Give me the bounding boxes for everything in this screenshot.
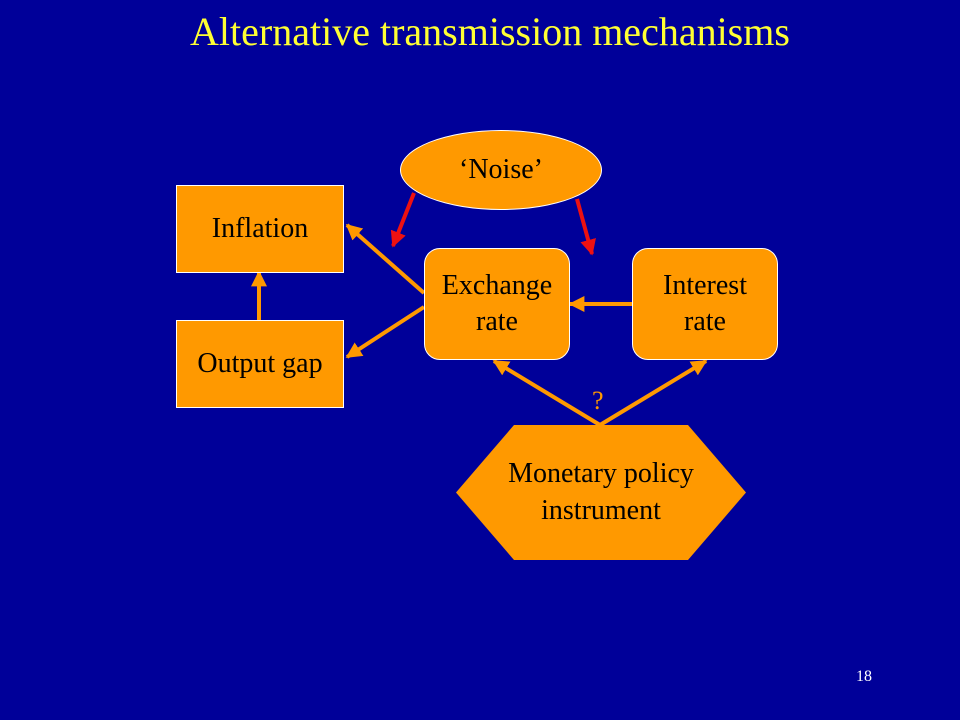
monetary-policy-node: Monetary policy instrument [456,425,746,560]
arrow-exchange-to-output-gap [345,305,426,359]
arrow-noise-to-exchange [390,192,416,248]
arrow-policy-to-exchange [492,359,602,427]
page-number: 18 [856,668,872,685]
inflation-node: Inflation [176,185,344,273]
output-gap-node: Output gap [176,320,344,408]
arrow-exchange-to-inflation [345,223,426,295]
question-mark-annotation: ? [592,386,604,415]
exchange-rate-label: Exchange rate [441,269,553,337]
arrow-policy-to-interest [598,359,708,427]
exchange-rate-node: Exchange rate [424,248,570,360]
noise-label: ‘Noise’ [459,153,543,185]
output-gap-label: Output gap [197,347,323,379]
noise-node: ‘Noise’ [400,130,602,210]
interest-rate-label: Interest rate [663,269,747,337]
monetary-policy-label: Monetary policy instrument [508,458,694,526]
interest-rate-node: Interest rate [632,248,778,360]
arrow-noise-to-interest [575,198,596,256]
slide-title: Alternative transmission mechanisms [190,9,790,54]
inflation-label: Inflation [211,212,309,244]
